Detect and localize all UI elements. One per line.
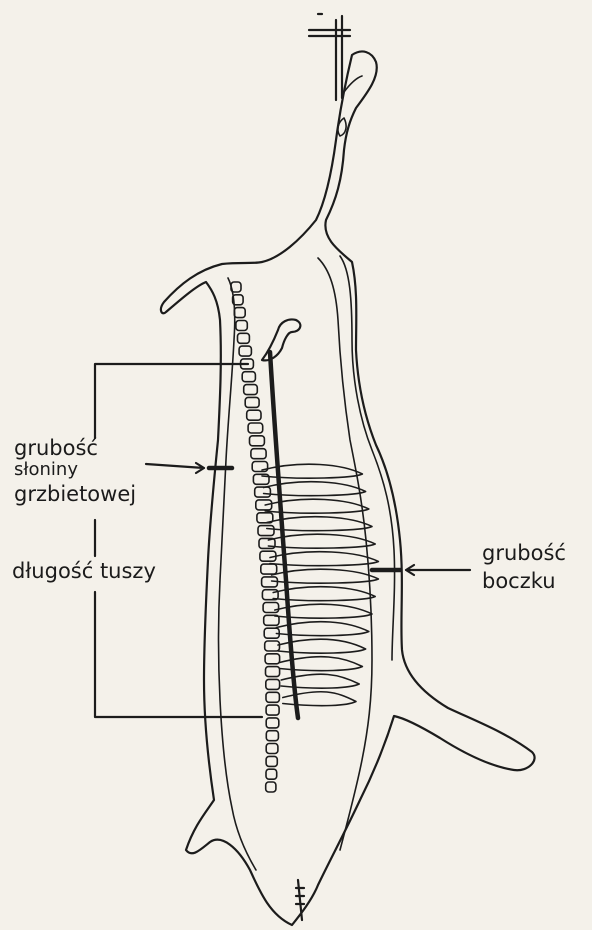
belly-label-line-1: grubość xyxy=(482,542,566,564)
vertebra xyxy=(266,692,279,702)
vertebra xyxy=(256,500,272,510)
vertebra xyxy=(265,654,280,664)
vertebra xyxy=(245,397,259,407)
vertebra xyxy=(263,603,279,613)
inner-fat-line-right xyxy=(318,258,372,850)
backfat-thickness-label: grubość słoniny grzbietowej xyxy=(14,437,136,505)
belly-thickness-label: grubość boczku xyxy=(482,542,566,598)
vertebra xyxy=(247,410,261,420)
vertebra xyxy=(250,436,265,446)
vertebra xyxy=(266,744,278,754)
vertebra xyxy=(234,308,245,318)
vertebra xyxy=(236,321,247,331)
belly-arrow xyxy=(406,565,470,575)
carcass-length-label: długość tuszy xyxy=(12,560,158,582)
belly-label-line-2: boczku xyxy=(482,570,566,592)
vertebra xyxy=(255,487,271,497)
vertebra xyxy=(258,526,274,536)
backfat-arrow xyxy=(146,463,204,473)
vertebra xyxy=(242,372,255,382)
vertebra xyxy=(261,564,277,574)
vertebra xyxy=(266,705,279,715)
vertebra xyxy=(244,385,258,395)
vertebra xyxy=(238,333,250,343)
scapula xyxy=(262,319,300,360)
inner-fat-line-left xyxy=(219,278,257,870)
carcass-outline xyxy=(161,51,535,925)
carcass-length-bracket xyxy=(95,364,262,717)
backfat-label-line-2: słoniny xyxy=(14,461,136,480)
vertebra xyxy=(251,449,266,459)
vertebra xyxy=(266,731,278,741)
vertebra xyxy=(266,756,277,766)
vertebra xyxy=(266,718,279,728)
vertebra xyxy=(266,782,276,792)
vertebra xyxy=(266,679,280,689)
vertebra xyxy=(248,423,263,433)
backfat-label-line-1: grubość xyxy=(14,437,136,459)
backfat-label-line-3: grzbietowej xyxy=(14,483,136,505)
vertebra xyxy=(266,769,277,779)
vertebra xyxy=(265,641,280,651)
vertebra xyxy=(239,346,251,356)
vertebra xyxy=(266,667,280,677)
